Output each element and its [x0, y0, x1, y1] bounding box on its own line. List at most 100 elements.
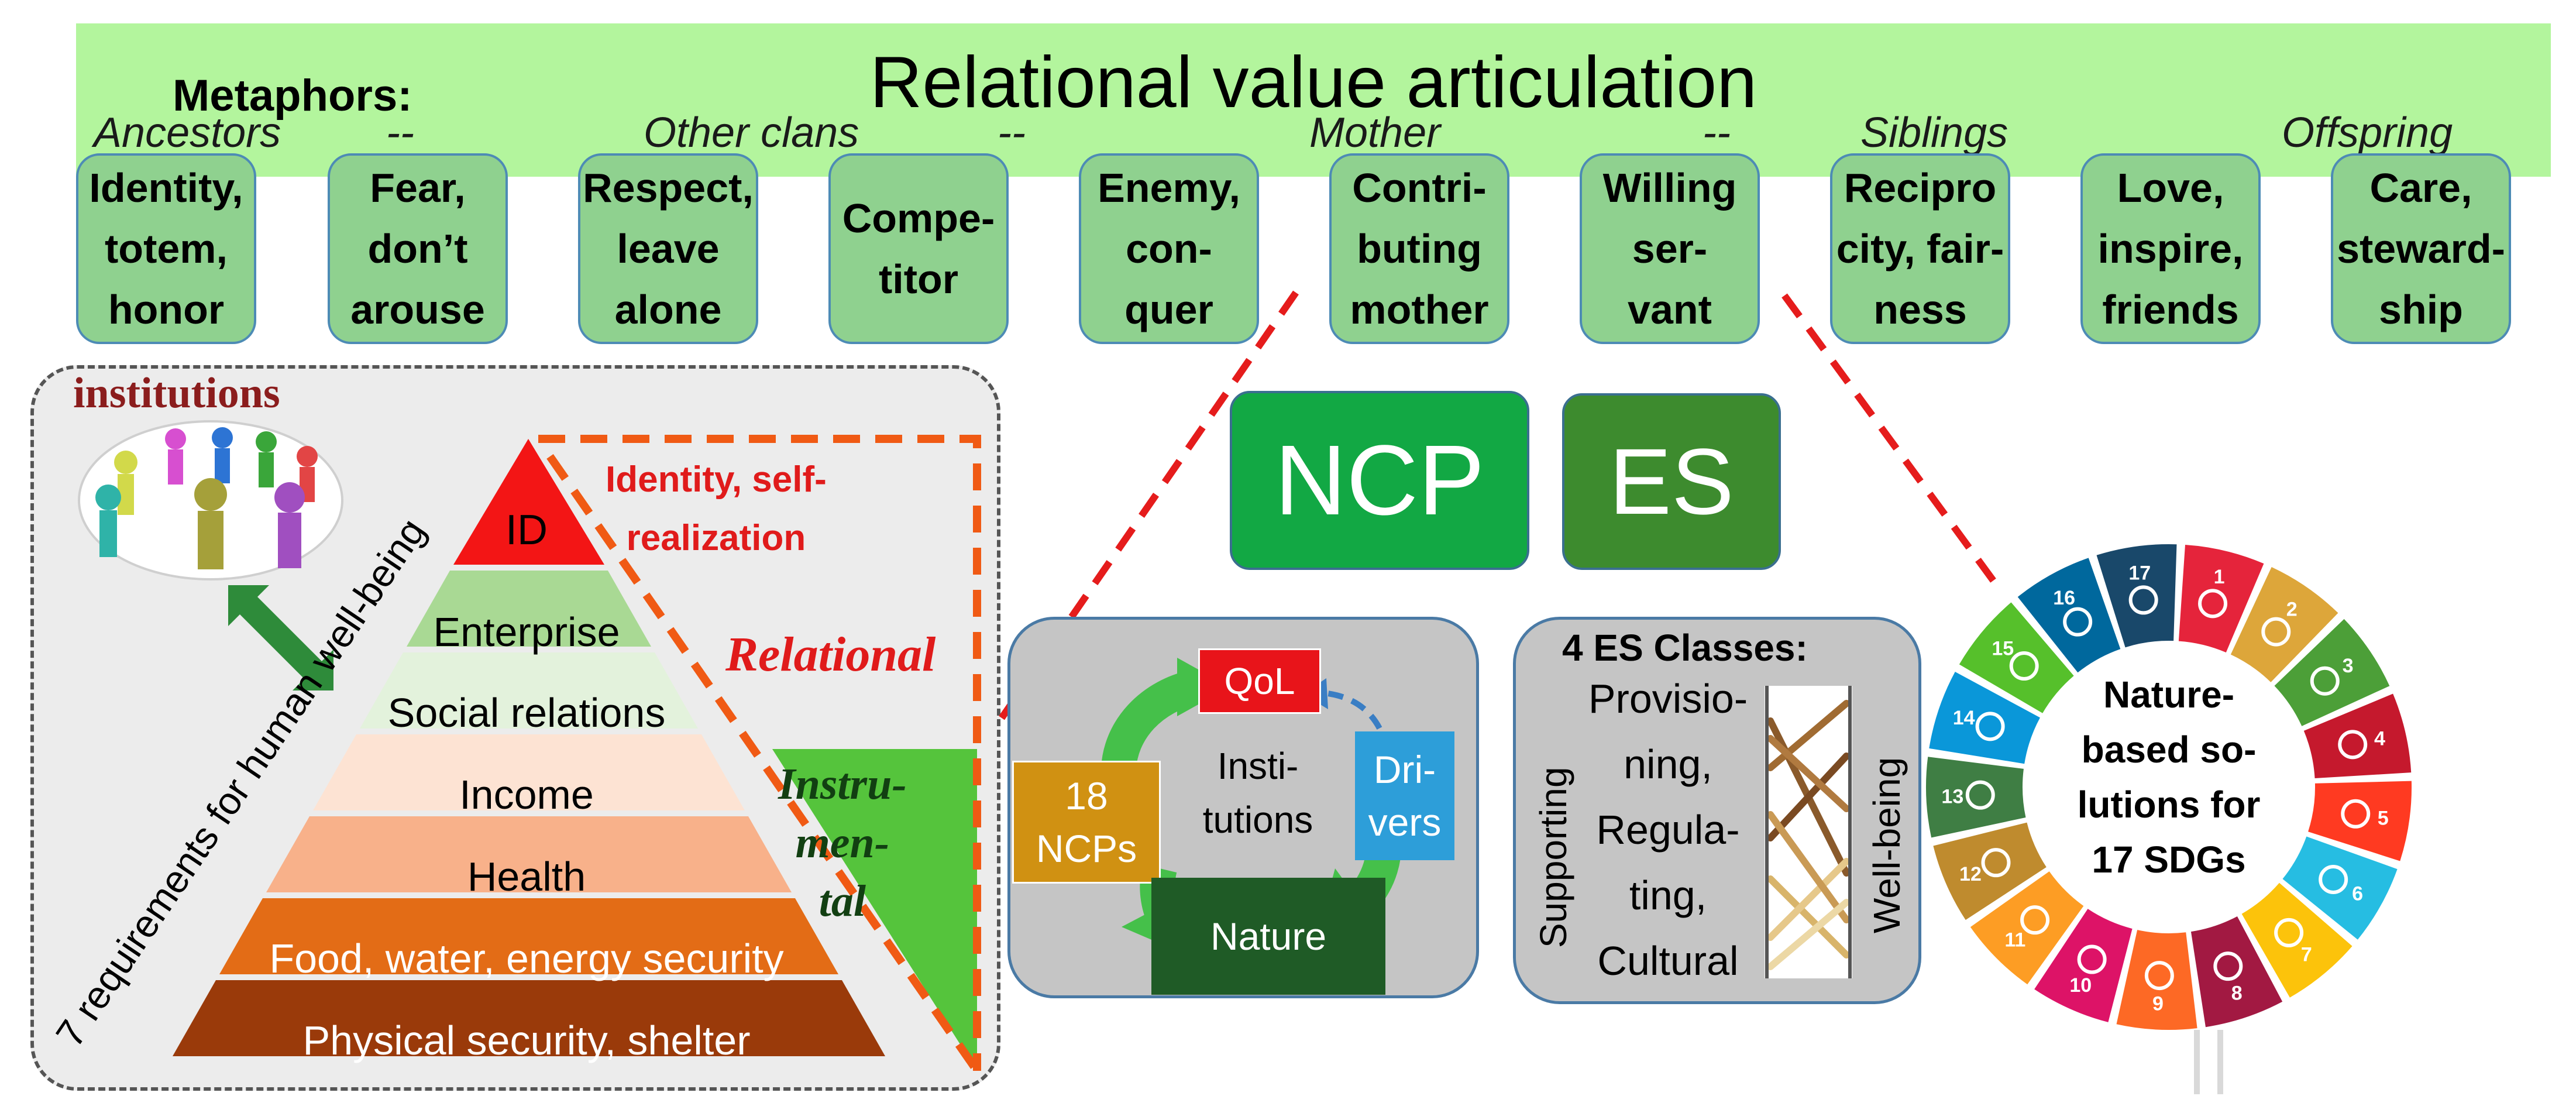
pyramid-food-label: Food, water, energy security	[269, 936, 784, 981]
pyramid-shelter-label: Physical security, shelter	[302, 1018, 751, 1063]
sdg-goal-icon	[2274, 918, 2304, 947]
drivers-node: Dri- vers	[1355, 731, 1454, 860]
sdg-goal-icon	[2198, 589, 2228, 619]
sdg-number-label: 16	[2053, 587, 2075, 609]
sdg-goal-icon	[2213, 951, 2243, 981]
identity-label: Identity, self- realization	[606, 459, 827, 558]
sdg-number-label: 7	[2301, 944, 2312, 966]
pyramid-health-label: Health	[467, 854, 586, 899]
supporting-label: Supporting	[1532, 767, 1574, 948]
sdg-center-text: Nature- based so- lutions for 17 SDGs	[2077, 674, 2261, 881]
sdg-segment-3	[2274, 619, 2390, 726]
nature-node: Nature	[1151, 878, 1385, 995]
sdg-number-label: 3	[2343, 655, 2354, 677]
es-classes-title: 4 ES Classes:	[1562, 627, 1808, 669]
sdg-goal-icon	[2338, 730, 2368, 760]
sdg-goal-icon	[2009, 651, 2039, 681]
wellbeing-label: Well-being	[1866, 757, 1908, 933]
ncps-node: 18 NCPs	[1012, 761, 1161, 884]
pyramid-level-health	[266, 816, 792, 892]
double-arrow-icon	[228, 585, 333, 690]
metaphor-other-clans: Other clans	[644, 109, 859, 156]
sdg-segment-14	[1929, 672, 2040, 764]
sdg-center-circle	[2026, 644, 2312, 930]
sdg-goal-icon	[2261, 617, 2291, 647]
pyramid-social-label: Social relations	[387, 690, 666, 736]
sdg-goal-icon	[2077, 944, 2107, 974]
pyramid-level-id	[453, 439, 604, 565]
sdg-segment-4	[2303, 693, 2412, 779]
sdg-number-label: 4	[2374, 728, 2385, 750]
pyramid-id-label: ID	[505, 507, 548, 554]
sdg-segment-9	[2116, 930, 2197, 1030]
metaphor-separator: --	[998, 109, 1026, 156]
sdg-segment-2	[2230, 567, 2338, 682]
pyramid-income-label: Income	[459, 772, 594, 817]
metaphor-siblings: Siblings	[1860, 109, 2008, 156]
sdg-segment-16	[2017, 558, 2121, 673]
es-box: ES	[1562, 393, 1781, 570]
value-box: Care, steward- ship	[2331, 153, 2511, 344]
sdg-number-label: 17	[2128, 562, 2151, 584]
sdg-segment-13	[1926, 757, 2026, 838]
page-title: Relational value articulation	[869, 42, 1758, 123]
value-box: Recipro city, fair- ness	[1830, 153, 2010, 344]
sdg-goal-icon	[1981, 848, 2011, 878]
sdg-number-label: 6	[2352, 882, 2363, 905]
sdg-number-label: 2	[2286, 599, 2298, 621]
metaphor-separator: --	[1703, 109, 1731, 156]
metaphor-banner: Relational value articulation Metaphors:	[76, 23, 2551, 177]
sdg-goal-icon	[2319, 864, 2348, 894]
metaphor-separator: --	[386, 109, 414, 156]
metaphor-offspring: Offspring	[2282, 109, 2453, 156]
metaphor-ancestors: Ancestors	[94, 109, 281, 156]
value-box: Identity, totem, honor	[76, 153, 256, 344]
relational-label: Relational	[725, 627, 936, 682]
sdg-segment-17	[2096, 544, 2177, 648]
metaphors-label: Metaphors:	[173, 71, 412, 121]
value-box: Enemy, con- quer	[1079, 153, 1259, 344]
value-box: Love, inspire, friends	[2080, 153, 2261, 344]
sdg-goal-icon	[2144, 961, 2174, 991]
pyramid-enterprise-label: Enterprise	[433, 609, 620, 655]
pyramid-diagram	[173, 435, 981, 1073]
people-circle-icon	[78, 420, 343, 580]
sdg-number-label: 12	[1959, 863, 1982, 885]
es-classes-panel	[1513, 617, 1921, 1004]
value-box: Respect, leave alone	[578, 153, 758, 344]
institutions-node: Insti- tutions	[1202, 745, 1313, 841]
sdg-number-label: 14	[1953, 707, 1975, 729]
fiber-bundle-icon	[1765, 686, 1852, 978]
sdg-number-label: 13	[1941, 786, 1963, 808]
sdg-number-label: 1	[2214, 566, 2225, 588]
value-box: Compe- titor	[828, 153, 1009, 344]
pyramid-level-food	[219, 898, 838, 974]
sdg-number-label: 8	[2231, 982, 2243, 1004]
sdg-goal-icon	[2341, 799, 2371, 829]
value-box: Contri- buting mother	[1329, 153, 1509, 344]
pyramid-level-income	[313, 734, 745, 810]
sdg-number-label: 9	[2152, 993, 2164, 1015]
sdg-segment-10	[2034, 909, 2133, 1022]
sdg-number-label: 10	[2069, 974, 2092, 997]
es-classes-list: Provisio- ning, Regula- ting, Cultural	[1588, 676, 1748, 984]
value-box: Willing ser- vant	[1580, 153, 1760, 344]
value-box: Fear, don’t arouse	[328, 153, 508, 344]
sdg-number-label: 5	[2378, 808, 2389, 830]
metaphor-mother: Mother	[1309, 109, 1441, 156]
sdg-number-label: 11	[2004, 929, 2025, 951]
qol-node: QoL	[1198, 648, 1321, 714]
sdg-number-label: 15	[1992, 638, 2014, 660]
pyramid-level-shelter	[173, 980, 885, 1056]
sdg-goal-icon	[2063, 607, 2093, 637]
sdg-segment-1	[2178, 544, 2264, 652]
sdg-goal-icon	[1975, 712, 2005, 741]
sdg-segment-6	[2282, 836, 2398, 940]
sdg-segment-12	[1933, 822, 2047, 920]
sdg-segment-8	[2190, 916, 2283, 1028]
institutions-label: institutions	[73, 369, 280, 417]
instrumental-label: Instru- men- tal	[778, 760, 907, 926]
sdg-segment-5	[2308, 781, 2412, 861]
sdg-goal-icon	[2310, 666, 2340, 696]
